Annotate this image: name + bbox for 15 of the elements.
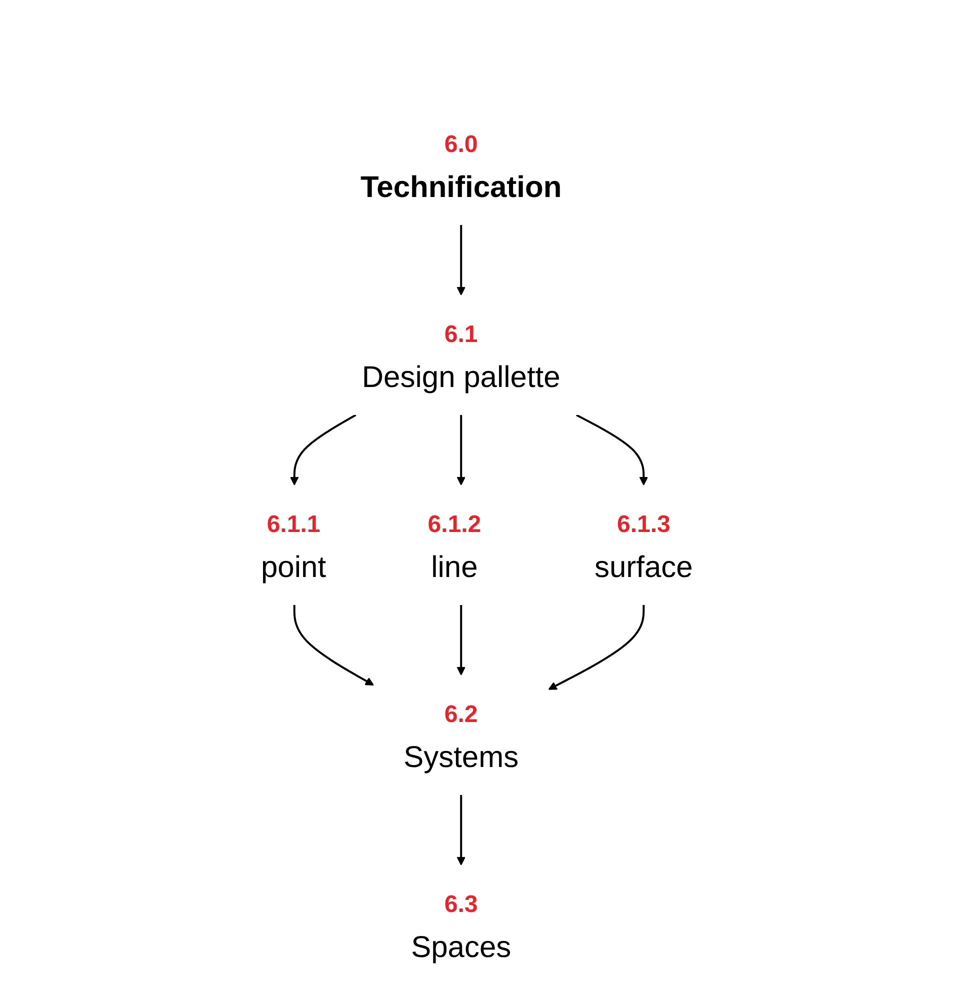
- node-text: 6.2 Systems: [404, 701, 519, 774]
- arrow: [576, 414, 648, 486]
- arrow: [293, 605, 374, 686]
- node-text: 6.3 Spaces: [411, 891, 512, 964]
- arrow: [456, 605, 466, 676]
- node-text: 6.1 Design pallette: [362, 321, 560, 394]
- node-text: 6.1.3 surface: [594, 511, 693, 584]
- node-text: 6.1.1 point: [261, 511, 326, 584]
- node-text: 6.0 Technification: [360, 131, 562, 204]
- arrow: [456, 415, 466, 486]
- arrow: [456, 795, 466, 866]
- node-text: 6.1.2 line: [428, 511, 482, 584]
- arrow: [456, 225, 466, 296]
- arrow: [548, 605, 645, 690]
- arrow: [290, 414, 356, 486]
